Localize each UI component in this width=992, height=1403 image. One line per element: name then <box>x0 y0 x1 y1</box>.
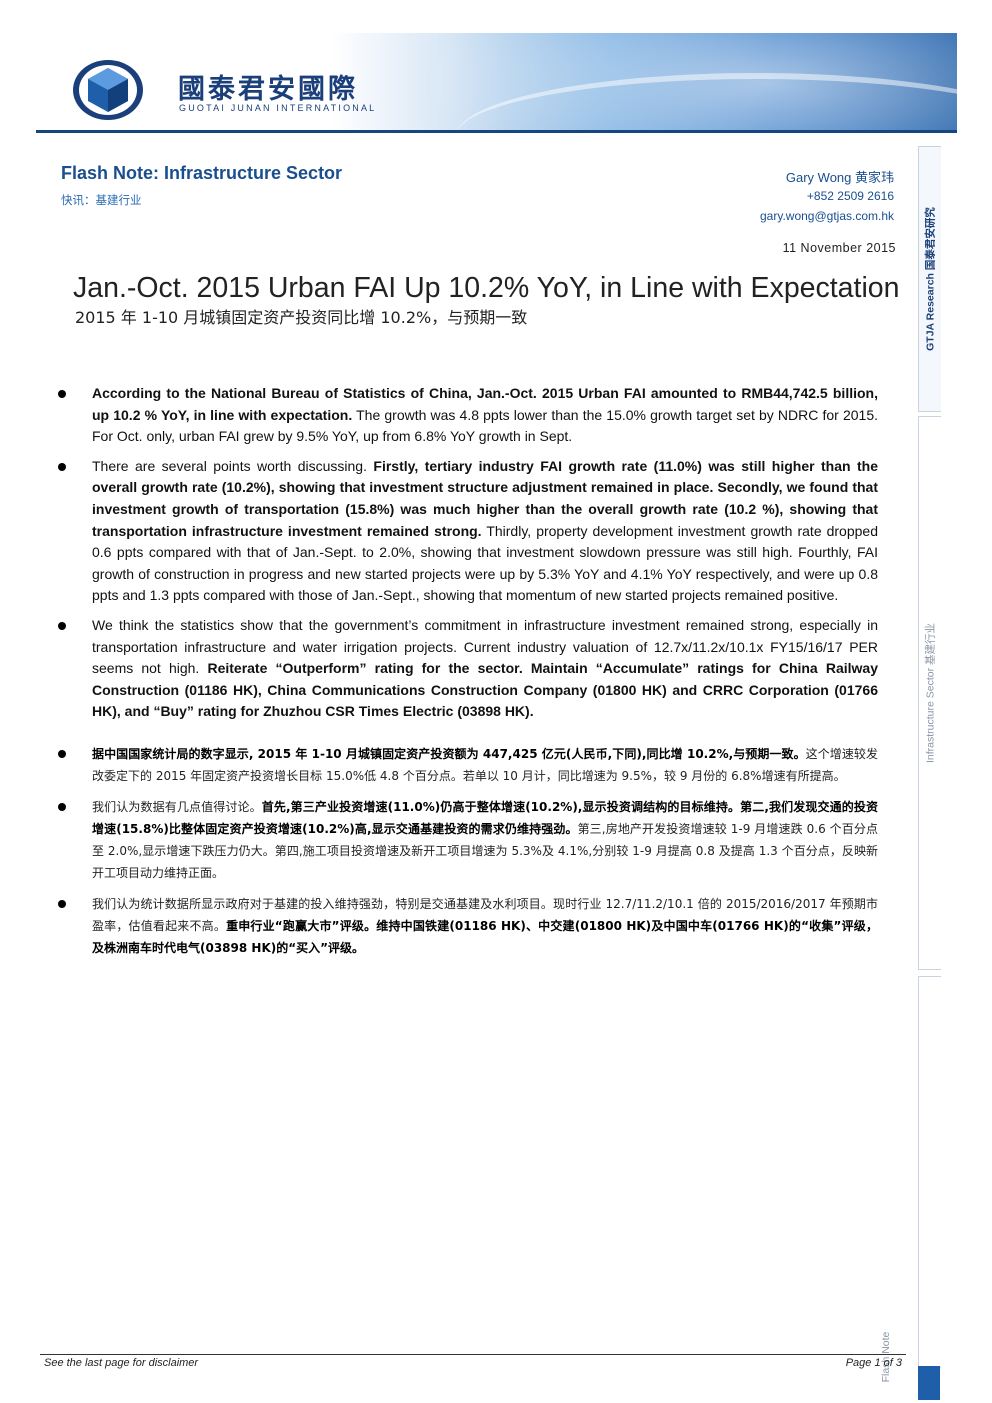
bullet-cn-1: 据中国国家统计局的数字显示, 2015 年 1-10 月城镇固定资产投资额为 4… <box>58 743 878 787</box>
bullet-dot-icon <box>58 802 66 811</box>
bullet-en-2-lead: There are several points worth discussin… <box>92 457 374 474</box>
author-name: Gary Wong 黄家玮 <box>785 170 894 185</box>
bullet-cn-3-bold: 重申行业“跑赢大市”评级。维持中国铁建(01186 HK)、中交建(01800 … <box>92 918 878 955</box>
header-banner: 國泰君安國際 GUOTAI JUNAN INTERNATIONAL <box>36 33 957 133</box>
gtja-logo-icon <box>73 60 143 120</box>
bullet-en-1-bold: According to the National Bureau of Stat… <box>92 385 878 423</box>
summary-bullets: According to the National Bureau of Stat… <box>58 383 878 968</box>
bullet-cn-3: 我们认为统计数据所显示政府对于基建的投入维持强劲，特别是交通基建及水利项目。现时… <box>58 893 878 959</box>
author-phone: +852 2509 2616 <box>806 189 894 203</box>
headline-chinese: 2015 年 1-10 月城镇固定资产投资同比增 10.2%，与预期一致 <box>75 308 528 327</box>
bullet-en-3: We think the statistics show that the go… <box>58 615 878 723</box>
bullet-dot-icon <box>58 899 66 908</box>
bullet-en-1: According to the National Bureau of Stat… <box>58 383 878 448</box>
footer-page-number: Page 1 of 3 <box>845 1357 902 1369</box>
author-block: Gary Wong 黄家玮 +852 2509 2616 gary.wong@g… <box>760 170 894 226</box>
bullet-dot-icon <box>58 390 66 398</box>
report-type-subtitle: 快讯：基建行业 <box>61 193 142 207</box>
bullet-en-2: There are several points worth discussin… <box>58 456 878 607</box>
sidebar-tab-sector: Infrastructure Sector 基建行业 <box>918 416 941 970</box>
sidebar-research-label: GTJA Research 国泰君安研究 <box>924 207 937 351</box>
bullet-dot-icon <box>58 621 66 630</box>
banner-bottom-rule <box>36 130 957 133</box>
sidebar-tab-research: GTJA Research 国泰君安研究 <box>918 146 941 412</box>
footer-disclaimer: See the last page for disclaimer <box>44 1357 199 1369</box>
bullet-cn-1-bold: 据中国国家统计局的数字显示, 2015 年 1-10 月城镇固定资产投资额为 4… <box>92 746 806 761</box>
banner-wave <box>456 73 957 133</box>
headline: Jan.-Oct. 2015 Urban FAI Up 10.2% YoY, i… <box>73 272 900 304</box>
bullet-cn-2-lead: 我们认为数据有几点值得讨论。 <box>92 799 262 814</box>
bullet-en-3-bold: Reiterate “Outperform” rating for the se… <box>92 660 878 720</box>
logo-english-name: GUOTAI JUNAN INTERNATIONAL <box>179 103 377 113</box>
footer-rule <box>40 1354 906 1355</box>
sidebar-footer-block <box>918 1366 940 1400</box>
bullet-cn-1-text: 这个增速较发改委定下的 2015 年固定资产投资增长目标 15.0%低 4.8 … <box>92 746 878 783</box>
bullet-en-2-bold: Firstly, tertiary industry FAI growth ra… <box>92 457 878 539</box>
bullet-cn-2-bold: 首先,第三产业投资增速(11.0%)仍高于整体增速(10.2%),显示投资调结构… <box>92 799 878 836</box>
bullet-en-1-text: The growth was 4.8 ppts lower than the 1… <box>92 406 878 445</box>
bullet-en-3-lead: We think the statistics show that the go… <box>92 616 878 677</box>
sidebar-tab-flash-note: Flash Note <box>880 976 941 1382</box>
bullet-dot-icon <box>58 749 66 758</box>
sidebar-sector-label: Infrastructure Sector 基建行业 <box>924 622 937 764</box>
bullet-en-2-text: Thirdly, property development investment… <box>92 522 878 604</box>
logo-chinese-name: 國泰君安國際 <box>178 74 358 105</box>
bullet-dot-icon <box>58 462 66 471</box>
bullet-cn-2-text: 第三,房地产开发投资增速较 1-9 月增速跌 0.6 个百分点至 2.0%,显示… <box>92 821 878 880</box>
bullet-cn-3-lead: 我们认为统计数据所显示政府对于基建的投入维持强劲，特别是交通基建及水利项目。现时… <box>92 896 878 933</box>
report-date: 11 November 2015 <box>782 241 896 255</box>
report-type-title: Flash Note: Infrastructure Sector <box>61 163 343 183</box>
author-email[interactable]: gary.wong@gtjas.com.hk <box>759 209 894 223</box>
bullet-cn-2: 我们认为数据有几点值得讨论。首先,第三产业投资增速(11.0%)仍高于整体增速(… <box>58 796 878 884</box>
section-gap <box>58 731 878 743</box>
